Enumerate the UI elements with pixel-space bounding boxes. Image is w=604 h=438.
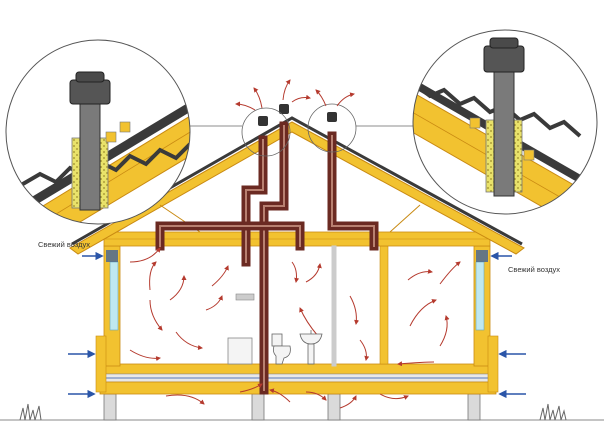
roof-deflectors bbox=[241, 103, 357, 157]
bathroom-fixtures bbox=[227, 330, 323, 365]
floor-structure bbox=[99, 363, 497, 395]
fresh-air-label-right: Свежий воздух bbox=[508, 265, 560, 274]
fresh-air-arrows bbox=[68, 251, 526, 399]
ventilation-ducts bbox=[155, 121, 379, 395]
fresh-air-label-left: Свежий воздух bbox=[38, 240, 90, 249]
sink-icon bbox=[299, 330, 323, 365]
exhaust-arrow bbox=[253, 87, 263, 109]
foundation bbox=[103, 393, 481, 421]
exhaust-arrows bbox=[235, 79, 355, 111]
exhaust-arrow bbox=[282, 79, 291, 101]
airflow-arrows bbox=[129, 247, 461, 409]
exhaust-arrow bbox=[315, 89, 327, 107]
cabinet bbox=[227, 337, 253, 365]
walls bbox=[95, 245, 499, 393]
toilet-icon bbox=[271, 333, 291, 365]
detail-circle-left bbox=[5, 39, 191, 225]
exhaust-arrow bbox=[336, 92, 355, 107]
ground bbox=[0, 403, 604, 421]
exhaust-arrow bbox=[291, 94, 311, 103]
exhaust-arrow bbox=[235, 101, 256, 111]
